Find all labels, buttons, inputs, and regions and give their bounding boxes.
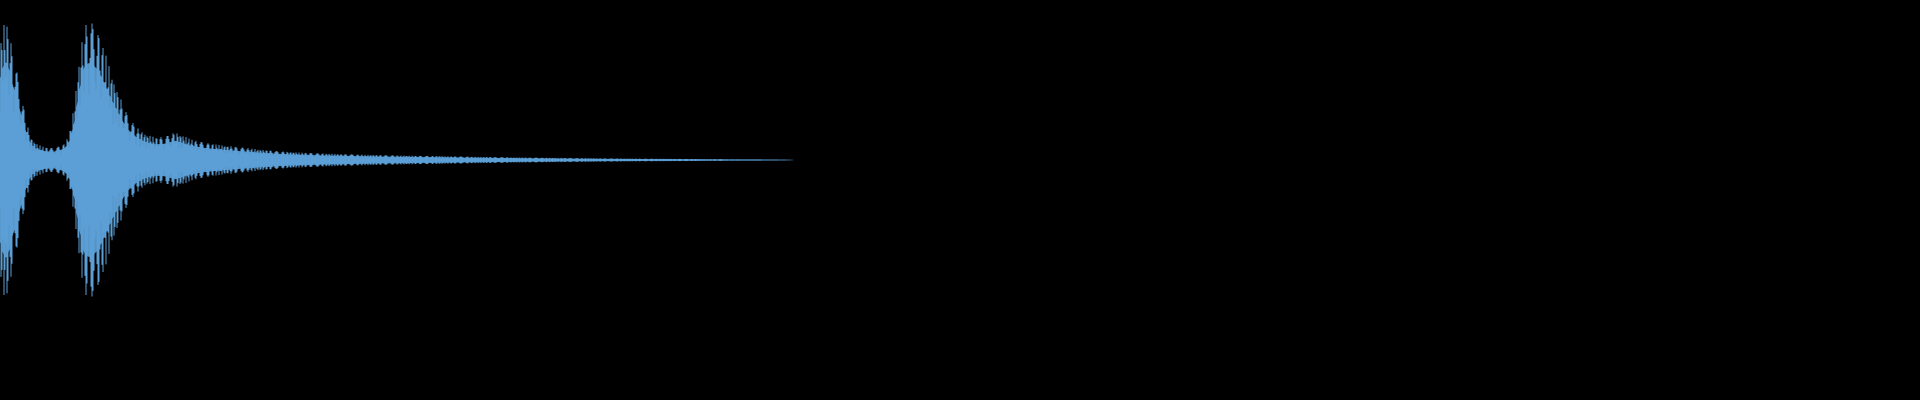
waveform-peak-strokes	[0, 23, 795, 297]
